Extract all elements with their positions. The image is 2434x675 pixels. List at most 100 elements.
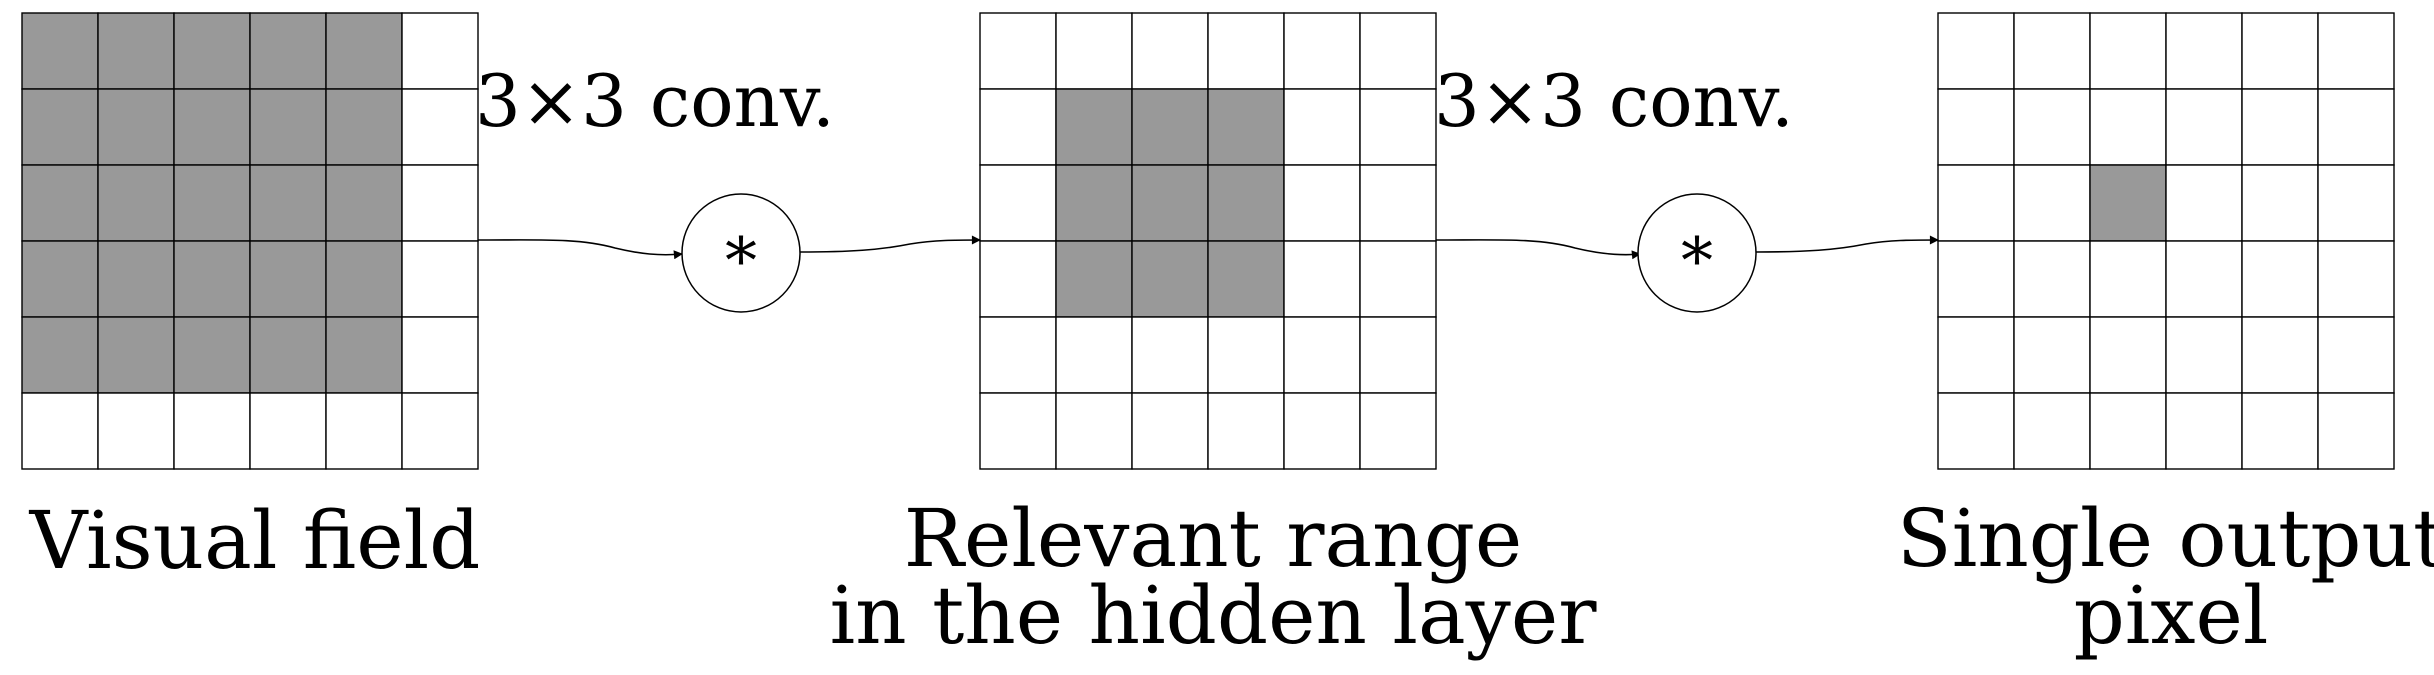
grid-cell-empty [2013, 240, 2091, 318]
grid-cell-empty [21, 392, 99, 470]
grid-cell-empty [2089, 12, 2167, 90]
grid-cell-filled [97, 164, 175, 242]
grid-cell-filled [249, 240, 327, 318]
connector-2-in [1435, 239, 1641, 260]
grid-cell-empty [2089, 392, 2167, 470]
connector-2-out [1755, 235, 1939, 253]
grid-cell-filled [325, 12, 403, 90]
grid-cell-empty [979, 164, 1057, 242]
grid-cell-filled [325, 88, 403, 166]
grid-cell-empty [2317, 240, 2395, 318]
grid-cell-empty [1207, 316, 1285, 394]
grid-cell-filled [1207, 164, 1285, 242]
grid-cell-empty [1937, 164, 2015, 242]
grid-cell-filled [1207, 240, 1285, 318]
grid-cell-filled [2089, 164, 2167, 242]
grid-cell-filled [21, 88, 99, 166]
grid-cell-empty [1359, 240, 1437, 318]
grid-cell-empty [1283, 316, 1361, 394]
grid-cell-empty [979, 240, 1057, 318]
grid-cell-filled [97, 12, 175, 90]
conv-operator-circle-2 [1637, 193, 1757, 313]
grid-cell-filled [21, 12, 99, 90]
caption-output-line-2: pixel [2074, 569, 2269, 662]
grid-cell-empty [1283, 164, 1361, 242]
grid-cell-empty [1359, 164, 1437, 242]
grid-cell-empty [401, 164, 479, 242]
grid-cell-empty [1937, 240, 2015, 318]
grid-hidden-layer [979, 12, 1437, 470]
grid-cell-filled [249, 164, 327, 242]
grid-cell-empty [979, 12, 1057, 90]
grid-cell-filled [1055, 240, 1133, 318]
grid-cell-empty [97, 392, 175, 470]
grid-cell-empty [1207, 392, 1285, 470]
convolution-star-icon-1: * [725, 225, 757, 299]
connector-1-out [799, 235, 981, 253]
grid-cell-empty [1283, 392, 1361, 470]
grid-cell-empty [1359, 316, 1437, 394]
grid-cell-filled [173, 12, 251, 90]
grid-cell-empty [2241, 88, 2319, 166]
grid-cell-empty [1937, 88, 2015, 166]
grid-cell-empty [2013, 164, 2091, 242]
grid-cell-empty [2317, 316, 2395, 394]
grid-cell-empty [2317, 88, 2395, 166]
grid-cell-empty [2241, 392, 2319, 470]
grid-cell-empty [2317, 12, 2395, 90]
grid-cell-empty [173, 392, 251, 470]
grid-cell-empty [2013, 88, 2091, 166]
grid-cell-empty [401, 392, 479, 470]
grid-cell-empty [1283, 240, 1361, 318]
grid-cell-empty [1131, 392, 1209, 470]
grid-cell-filled [97, 316, 175, 394]
conv-operator-circle-1 [681, 193, 801, 313]
grid-cell-filled [21, 316, 99, 394]
grid-cell-empty [249, 392, 327, 470]
grid-cell-empty [2165, 392, 2243, 470]
grid-cell-filled [1131, 240, 1209, 318]
grid-cell-empty [401, 240, 479, 318]
grid-cell-empty [2013, 316, 2091, 394]
grid-cell-empty [979, 316, 1057, 394]
grid-cell-empty [2241, 12, 2319, 90]
grid-cell-filled [173, 316, 251, 394]
grid-cell-filled [1055, 88, 1133, 166]
grid-cell-empty [401, 12, 479, 90]
grid-cell-empty [2317, 164, 2395, 242]
grid-cell-empty [2241, 164, 2319, 242]
grid-cell-empty [1131, 12, 1209, 90]
grid-cell-filled [173, 164, 251, 242]
grid-cell-filled [97, 88, 175, 166]
grid-cell-empty [979, 392, 1057, 470]
grid-cell-empty [1937, 12, 2015, 90]
grid-cell-empty [1359, 88, 1437, 166]
grid-cell-empty [1055, 392, 1133, 470]
conv-label-1: 3×3 conv. [475, 59, 835, 143]
grid-cell-filled [1055, 164, 1133, 242]
grid-cell-empty [2089, 88, 2167, 166]
grid-cell-empty [1283, 12, 1361, 90]
grid-cell-empty [2089, 240, 2167, 318]
grid-cell-filled [97, 240, 175, 318]
grid-cell-filled [1131, 88, 1209, 166]
caption-hidden-layer-line-2: in the hidden layer [830, 569, 1598, 662]
grid-cell-filled [249, 88, 327, 166]
grid-cell-empty [1055, 12, 1133, 90]
grid-cell-empty [401, 316, 479, 394]
grid-cell-filled [21, 240, 99, 318]
connector-1-in [477, 239, 683, 260]
grid-cell-empty [2165, 12, 2243, 90]
grid-cell-filled [1131, 164, 1209, 242]
grid-cell-empty [1359, 392, 1437, 470]
grid-cell-empty [1937, 392, 2015, 470]
grid-cell-filled [249, 12, 327, 90]
grid-cell-filled [325, 164, 403, 242]
grid-cell-empty [2013, 392, 2091, 470]
grid-cell-filled [249, 316, 327, 394]
grid-cell-filled [325, 316, 403, 394]
grid-cell-empty [979, 88, 1057, 166]
grid-cell-empty [2165, 240, 2243, 318]
grid-cell-empty [2165, 316, 2243, 394]
